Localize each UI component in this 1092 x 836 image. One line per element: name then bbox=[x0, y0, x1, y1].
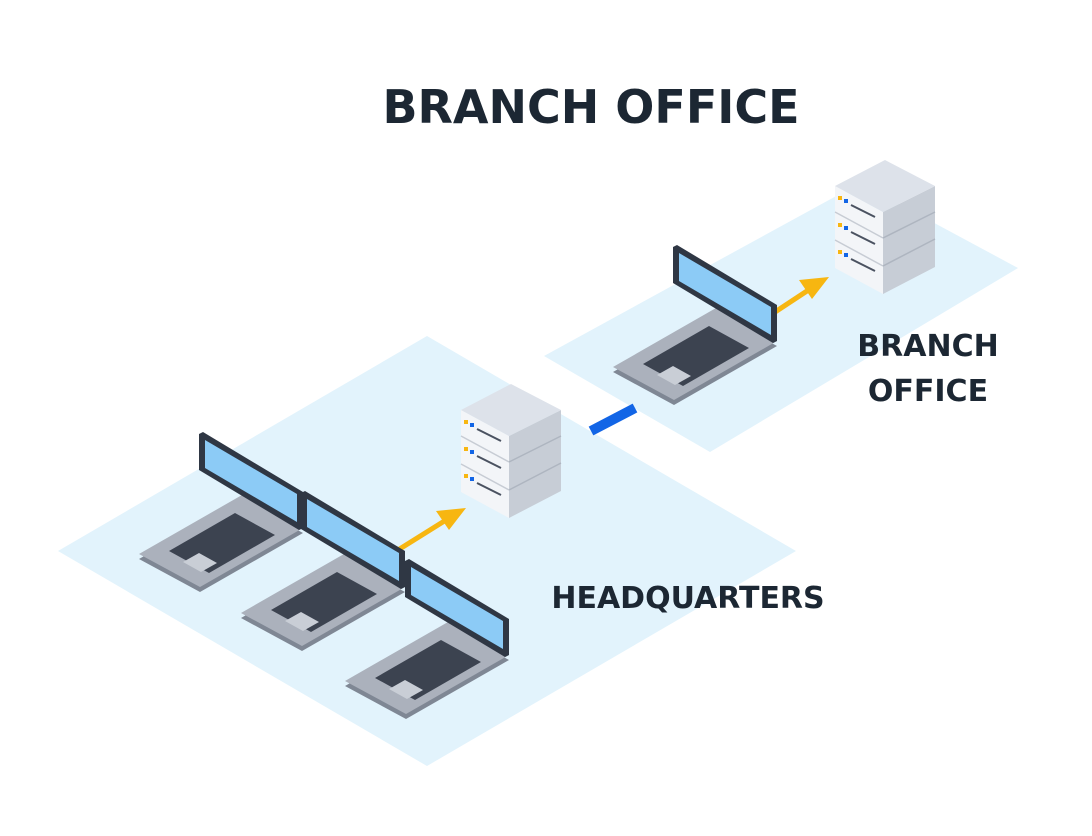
branch-office-label-line1: BRANCH bbox=[857, 329, 998, 364]
headquarters-label: HEADQUARTERS bbox=[551, 581, 824, 616]
server-icon bbox=[460, 383, 562, 519]
network-link bbox=[588, 403, 638, 436]
headquarters-zone bbox=[58, 336, 796, 766]
server-icon bbox=[834, 159, 936, 295]
branch-office-zone bbox=[544, 183, 1018, 452]
arrow-icon bbox=[396, 508, 466, 553]
page-title: BRANCH OFFICE bbox=[382, 80, 799, 134]
branch-office-label-line2: OFFICE bbox=[868, 374, 988, 409]
